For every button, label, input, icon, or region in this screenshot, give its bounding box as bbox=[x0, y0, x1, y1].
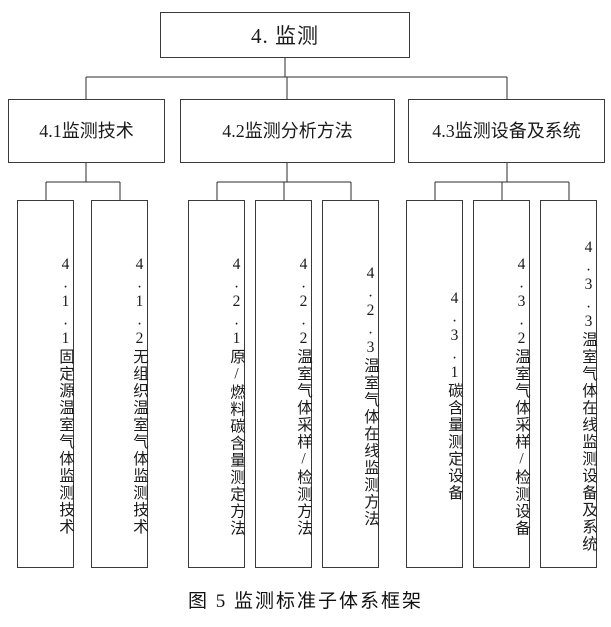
leaf-node-4-3-3: 4.3.3温室气体在线监测设备及系统 bbox=[540, 200, 597, 568]
leaf-node-4-1-2: 4.1.2无组织温室气体监测技术 bbox=[91, 200, 148, 568]
leaf-node-4-3-1: 4.3.1碳含量测定设备 bbox=[406, 200, 463, 568]
figure-caption: 图 5 监测标准子体系框架 bbox=[187, 591, 423, 612]
category-node-monitoring-equipment-and-systems: 4.3监测设备及系统 bbox=[408, 99, 605, 163]
leaf-node-4-2-2: 4.2.2温室气体采样/检测方法 bbox=[255, 200, 312, 568]
root-node-monitoring: 4. 监测 bbox=[160, 12, 410, 58]
category-node-monitoring-analysis-methods: 4.2监测分析方法 bbox=[180, 99, 395, 163]
leaf-node-4-1-1: 4.1.1固定源温室气体监测技术 bbox=[17, 200, 74, 568]
category-node-monitoring-technology: 4.1监测技术 bbox=[8, 99, 165, 163]
leaf-node-4-3-2: 4.3.2温室气体采样/检测设备 bbox=[473, 200, 530, 568]
leaf-node-4-2-1: 4.2.1原/燃料碳含量测定方法 bbox=[188, 200, 245, 568]
leaf-node-4-2-3: 4.2.3温室气体在线监测方法 bbox=[322, 200, 379, 568]
